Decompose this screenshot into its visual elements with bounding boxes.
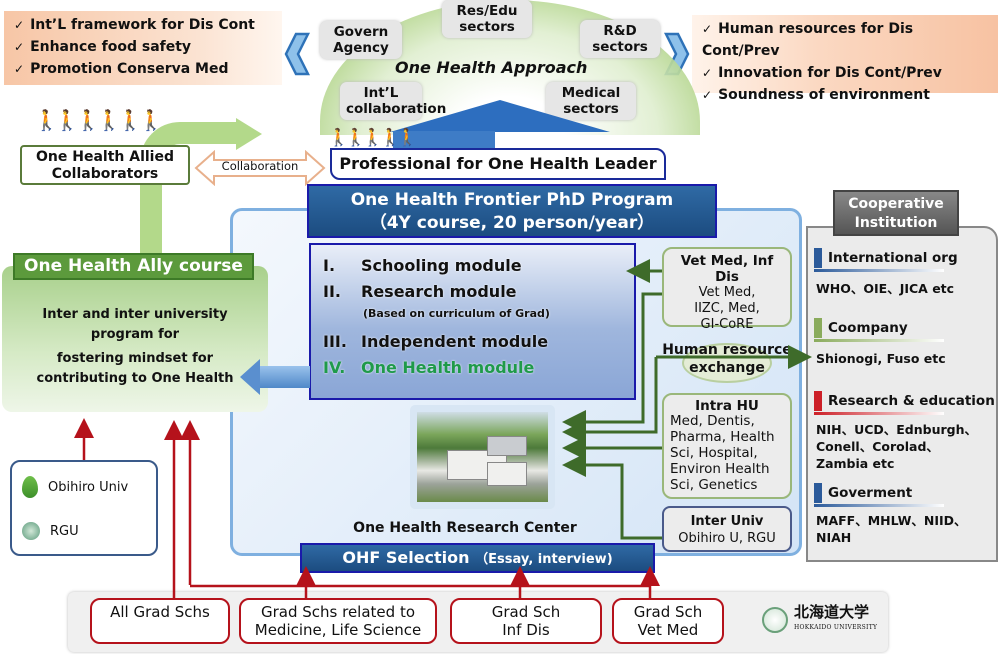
universities-box: Obihiro Univ RGU	[10, 460, 158, 556]
check-icon: ✓	[14, 18, 25, 32]
collaboration-label: Collaboration	[221, 159, 299, 173]
collaboration-double-arrow-icon	[194, 150, 326, 186]
module-item: III.Independent module	[323, 332, 549, 351]
category-items: MAFF、MHLW、NIID、NIAH	[816, 513, 967, 545]
category-government: Goverment	[814, 483, 944, 507]
people-silhouette-icon: 🚶🚶🚶🚶🚶	[328, 128, 418, 148]
goal-item: ✓Int’L framework for Dis Cont	[14, 17, 255, 33]
people-silhouette-icon: 🚶🚶🚶🚶🚶🚶	[34, 108, 163, 132]
category-items: NIH、UCD、Ednburgh、Conell、Corolad、Zambia e…	[816, 422, 978, 471]
university-item: RGU	[22, 522, 79, 540]
professional-leader-box: Professional for One Health Leader	[330, 148, 666, 180]
left-arrow-icon	[240, 359, 260, 395]
module-note: (Based on curriculum of Grad)	[363, 307, 550, 320]
goal-item: ✓Human resources for Dis Cont/Prev	[702, 21, 914, 59]
goal-item: ✓Enhance food safety	[14, 39, 192, 55]
check-icon: ✓	[702, 66, 713, 80]
upward-arrow-stem	[393, 131, 495, 151]
check-icon: ✓	[702, 22, 713, 36]
leaf-logo-icon	[22, 476, 38, 498]
check-icon: ✓	[702, 88, 713, 102]
category-items: Shionogi, Fuso etc	[816, 351, 946, 366]
category-company: Coompany	[814, 318, 944, 342]
goal-item: ✓Promotion Conserva Med	[14, 61, 229, 77]
intra-hu-box: Intra HU Med, Dentis, Pharma, Health Sci…	[662, 393, 792, 499]
module-item: I.Schooling module	[323, 256, 522, 275]
modules-box: I.Schooling module II.Research module (B…	[309, 243, 636, 400]
category-international-org: International org	[814, 248, 958, 272]
hokkaido-seal-icon	[762, 607, 788, 633]
school-box: All Grad Schs	[90, 598, 230, 644]
vet-med-box: Vet Med, Inf Dis Vet Med, IIZC, Med, GI-…	[662, 247, 792, 332]
goals-right-box: ✓Human resources for Dis Cont/Prev ✓Inno…	[692, 15, 998, 103]
check-icon: ✓	[14, 62, 25, 76]
approach-title: One Health Approach	[395, 58, 588, 77]
category-items: WHO、OIE、JICA etc	[816, 281, 955, 296]
seal-logo-icon	[22, 522, 40, 540]
module-item: II.Research module	[323, 282, 517, 301]
category-research-education: Research & education	[814, 391, 995, 415]
goals-left-box: ✓Int’L framework for Dis Cont ✓Enhance f…	[4, 11, 282, 85]
research-center-label: One Health Research Center	[353, 520, 577, 536]
goal-item: ✓Innovation for Dis Cont/Prev	[702, 65, 942, 81]
chevron-left-icon	[284, 32, 310, 76]
university-item: Obihiro Univ	[22, 476, 128, 498]
left-arrow-stem	[258, 366, 310, 388]
ally-course-title: One Health Ally course	[13, 253, 254, 280]
program-title-box: One Health Frontier PhD Program（4Y cours…	[307, 184, 717, 238]
hre-ellipse	[682, 343, 772, 383]
module-item: IV.One Health module	[323, 358, 535, 377]
check-icon: ✓	[14, 40, 25, 54]
research-center-photo	[410, 405, 555, 509]
upward-arrow-icon	[390, 100, 610, 132]
ally-arrow-stem	[140, 160, 162, 260]
ally-course-body: Inter and inter university program for f…	[2, 266, 268, 412]
goal-item: ✓Soundness of environment	[702, 87, 930, 103]
ally-arrow-head-icon	[236, 118, 262, 150]
selection-box: OHF Selection （Essay, interview)	[300, 543, 655, 573]
